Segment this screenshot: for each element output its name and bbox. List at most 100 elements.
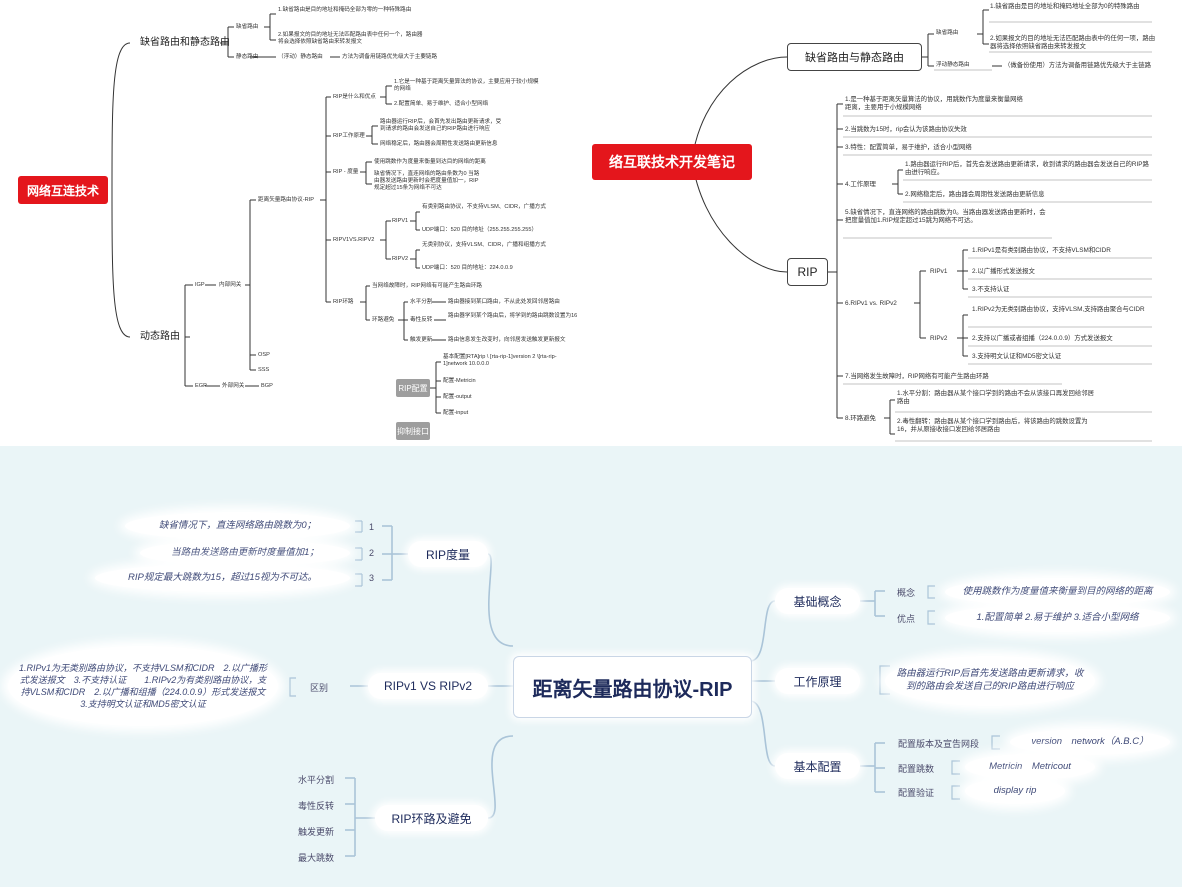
note-default-2-2: 2.如果报文的目的地址无法匹配路由表中的任何一项，路由器将选择依照缺省路由来转发… bbox=[990, 35, 1156, 50]
root-node[interactable]: 网络互连技术 bbox=[18, 176, 108, 204]
node-trigger-update[interactable]: 触发更新 bbox=[410, 337, 433, 343]
metric-num-3: 3 bbox=[369, 573, 375, 583]
node-rip-work[interactable]: RIP工作原理 bbox=[333, 133, 365, 139]
note-rip-4-1: 1.路由器运行RIP后，首先会发送路由更新请求，收到请求的路由器会发送自己的RI… bbox=[905, 161, 1149, 176]
cloud-config-version: version network（A.B.C） bbox=[1010, 729, 1170, 755]
cloud-metric-1: 缺省情况下，直连网络路由跳数为0； bbox=[125, 512, 350, 540]
note-default-1: 1.缺省路由是目的地址和掩码全部为零的一种特殊路由 bbox=[278, 7, 412, 13]
mindmap-network-interconnect: 网络互连技术 缺省路由和静态路由 缺省路由 1.缺省路由是目的地址和掩码全部为零… bbox=[0, 0, 592, 446]
note-ripv1-2: UDP端口：520 目的地址（255.255.255.255） bbox=[422, 227, 538, 233]
node-sss[interactable]: SSS bbox=[258, 367, 270, 373]
node-egp[interactable]: EGP bbox=[195, 383, 207, 389]
note-default-2: 2.如果报文的目的地址无法匹配路由表中任何一个，路由器将会选择依照缺省路由来转发… bbox=[278, 32, 423, 45]
node-work-principle[interactable]: 工作原理 bbox=[775, 668, 860, 694]
node-igp-desc: 内部网关 bbox=[219, 282, 242, 288]
node-rip-loop[interactable]: RIP环路 bbox=[333, 299, 354, 305]
node-osp[interactable]: OSP bbox=[258, 352, 270, 358]
node-ripv1-2[interactable]: RIPv1 bbox=[930, 268, 948, 275]
node-bgp[interactable]: BGP bbox=[261, 383, 273, 389]
note-ripv2-c: 3.支持明文认证和MD5密文认证 bbox=[972, 353, 1062, 360]
node-ripv1[interactable]: RIPV1 bbox=[392, 218, 409, 224]
node-config-hops[interactable]: 配置跳数 bbox=[898, 764, 935, 774]
note-rip-5: 5.缺省情况下，直连网络的路由跳数为0。当路由器发送路由更新时，会把度量值加1.… bbox=[845, 209, 1046, 224]
note-rip-8-1: 1.水平分割：路由器从某个接口学到的路由不会从该接口再发回给邻居路由 bbox=[897, 390, 1095, 405]
cloud-v1v2: 1.RIPv1为无类别路由协议，不支持VLSM和CIDR 2.以广播形式发送报文… bbox=[8, 646, 278, 726]
node-loop-avoid-2[interactable]: 8.环路避免 bbox=[845, 415, 876, 422]
node-rip-config[interactable]: RIP配置 bbox=[396, 379, 430, 397]
title-banner[interactable]: 络互联技术开发笔记 bbox=[592, 144, 752, 180]
node-advantage[interactable]: 优点 bbox=[897, 614, 916, 624]
metric-num-1: 1 bbox=[369, 522, 375, 532]
loop-item-4: 最大跳数 bbox=[298, 853, 335, 863]
note-rip-3: 3.特性：配置简单，易于维护，适合小型网络 bbox=[845, 144, 972, 151]
note-rip-4-2: 2.网络稳定后，路由器会周期性发送路由更新信息 bbox=[905, 191, 1045, 198]
node-basic-concept[interactable]: 基础概念 bbox=[775, 588, 860, 614]
cloud-metric-3: RIP规定最大跳数为15，超过15视为不可达。 bbox=[95, 564, 350, 592]
note-config-basic: 基本配置[RTA]rip \ [rta-rip-1]version 2 \[rt… bbox=[443, 354, 557, 367]
note-ripv1-b: 2.以广播形式发送报文 bbox=[972, 268, 1035, 275]
node-default-route-2[interactable]: 缺省路由 bbox=[936, 30, 959, 36]
note-ripv1-c: 3.不支持认证 bbox=[972, 286, 1010, 293]
node-ripv2[interactable]: RIPV2 bbox=[392, 256, 409, 262]
note-static-float: （浮动）静态路由 bbox=[278, 54, 323, 60]
node-rip-metric[interactable]: RIP - 度量 bbox=[333, 169, 359, 175]
node-ripv2-2[interactable]: RIPv2 bbox=[930, 335, 948, 342]
note-ripv2-1: 无类别协议，支持VLSM、CIDR，广播和组播方式 bbox=[422, 242, 546, 248]
note-ripv1-a: 1.RIPv1是有类别路由协议，不支持VLSM和CIDR bbox=[972, 247, 1111, 254]
node-diff[interactable]: 区别 bbox=[310, 683, 329, 693]
center-node[interactable]: 距离矢量路由协议-RIP bbox=[513, 656, 752, 718]
connector-lines bbox=[111, 13, 446, 414]
node-dynamic-route[interactable]: 动态路由 bbox=[140, 331, 180, 342]
note-rip-7: 7.当网络发生故障时，RIP网络有可能产生路由环路 bbox=[845, 373, 989, 380]
note-rip-1: 1.是一种基于距离矢量算法的协议，用跳数作为度量来衡量网络距离，主要用于小规模网… bbox=[845, 96, 1023, 111]
node-loop-avoid[interactable]: 环路避免 bbox=[372, 317, 395, 323]
loop-item-2: 毒性反转 bbox=[298, 801, 335, 811]
node-rip-what[interactable]: RIP是什么和优点 bbox=[333, 94, 376, 100]
metric-num-2: 2 bbox=[369, 548, 375, 558]
note-ripv2-2: UDP端口：520 目的地址：224.0.0.9 bbox=[422, 265, 513, 271]
node-basic-config[interactable]: 基本配置 bbox=[775, 753, 860, 779]
node-igp[interactable]: IGP bbox=[195, 282, 205, 288]
node-float-static[interactable]: 浮动静态路由 bbox=[936, 62, 970, 68]
node-ds[interactable]: 缺省路由与静态路由 bbox=[787, 43, 922, 71]
note-rip-metric-2: 缺省情况下，直连网络的路由条数为0 当路由器发送路由更新时会把度量值加一，RIP… bbox=[374, 171, 480, 191]
node-v1v2-2[interactable]: 6.RIPv1 vs. RIPv2 bbox=[845, 300, 897, 307]
node-default-static[interactable]: 缺省路由和静态路由 bbox=[140, 37, 230, 48]
loop-item-1: 水平分割 bbox=[298, 775, 335, 785]
node-rip-2[interactable]: RIP bbox=[787, 258, 828, 286]
node-egp-desc: 外部网关 bbox=[222, 383, 245, 389]
node-default-route[interactable]: 缺省路由 bbox=[236, 24, 259, 30]
node-v1v2[interactable]: RIPV1VS.RIPV2 bbox=[333, 237, 375, 243]
connector-lines-3 bbox=[289, 520, 1000, 857]
cloud-concept: 使用跳数作为度量值来衡量到目的网络的距离 bbox=[945, 578, 1170, 606]
note-float-static: （做备份使用）方法为调备用链路优先级大于主链路 bbox=[1004, 62, 1151, 69]
node-suppress-interface[interactable]: 抑制接口 bbox=[396, 422, 430, 440]
note-poison-reverse: 路由器学到某个路由后，将学到的路由跳数设置为16 bbox=[448, 313, 578, 319]
cloud-config-verify: display rip bbox=[965, 778, 1065, 804]
note-trigger-update: 路由信息发生改变时，向邻居发送触发更新报文 bbox=[448, 337, 566, 343]
node-concept[interactable]: 概念 bbox=[897, 588, 916, 598]
note-rip-8-2: 2.毒性翻转：路由器从某个接口学到路由后，将该路由的跳数设置为16，并从原接收接… bbox=[897, 418, 1088, 433]
node-rip-work-2[interactable]: 4.工作原理 bbox=[845, 181, 876, 188]
node-rip-metric-3[interactable]: RIP度量 bbox=[408, 541, 488, 567]
note-rip-work-2: 网络稳定后，路由器会周期性发送路由更新信息 bbox=[380, 141, 498, 147]
note-config-input: 配置-input bbox=[443, 410, 469, 416]
note-rip-what-1: 1.它是一种基于距离矢量算法的协议，主要应用于较小规模的网络 bbox=[394, 79, 539, 92]
node-split-horizon[interactable]: 水平分割 bbox=[410, 299, 433, 305]
cloud-work: 路由器运行RIP后首先发送路由更新请求，收到的路由会发送自己的RIP路由进行响应 bbox=[885, 656, 1095, 706]
node-dv-rip[interactable]: 距离矢量路由协议-RIP bbox=[258, 197, 314, 203]
note-rip-metric-1: 使用跳数作为度量来衡量到达目的网络的距离 bbox=[374, 159, 486, 165]
note-ripv2-b: 2.支持以广播或者组播（224.0.0.9）方式发送报文 bbox=[972, 335, 1113, 342]
node-poison-reverse[interactable]: 毒性反转 bbox=[410, 317, 433, 323]
node-config-verify[interactable]: 配置验证 bbox=[898, 788, 935, 798]
cloud-config-hops: Metricin Metricout bbox=[965, 754, 1095, 780]
note-rip-what-2: 2.配置简单、易于维护、适合小型网络 bbox=[394, 101, 489, 107]
node-v1v2-3[interactable]: RIPv1 VS RIPv2 bbox=[368, 673, 488, 699]
node-rip-loop-3[interactable]: RIP环路及避免 bbox=[375, 805, 488, 831]
node-config-version[interactable]: 配置版本及宣告网段 bbox=[898, 739, 980, 749]
note-rip-2: 2.当跳数为15时，rip会认为该路由协议失效 bbox=[845, 126, 967, 133]
cloud-metric-2: 当路由发送路由更新时度量值加1； bbox=[140, 540, 350, 566]
node-static-route[interactable]: 静态路由 bbox=[236, 54, 259, 60]
note-static-method: 方法为调备用链路优先级大于主要链路 bbox=[342, 54, 438, 60]
note-ripv1-1: 有类别路由协议，不支持VLSM、CIDR，广播方式 bbox=[422, 204, 546, 210]
